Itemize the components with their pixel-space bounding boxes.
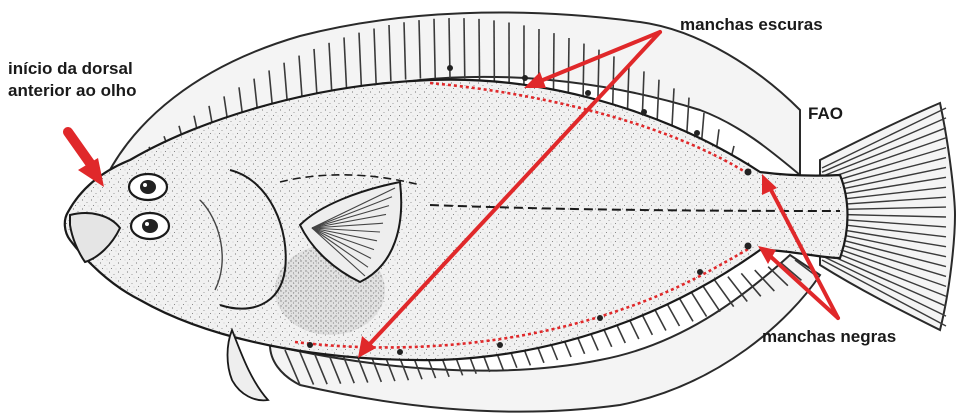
label-dorsal-line2: anterior ao olho bbox=[8, 80, 136, 102]
label-dorsal-line1: início da dorsal bbox=[8, 58, 136, 80]
label-fao: FAO bbox=[808, 103, 843, 125]
eye-lower bbox=[131, 213, 169, 239]
arrow-dorsal-start bbox=[68, 132, 104, 187]
label-manchas-negras: manchas negras bbox=[762, 326, 896, 348]
label-dorsal-start: início da dorsal anterior ao olho bbox=[8, 58, 136, 102]
label-manchas-escuras: manchas escuras bbox=[680, 14, 823, 36]
eye-upper bbox=[129, 174, 167, 200]
